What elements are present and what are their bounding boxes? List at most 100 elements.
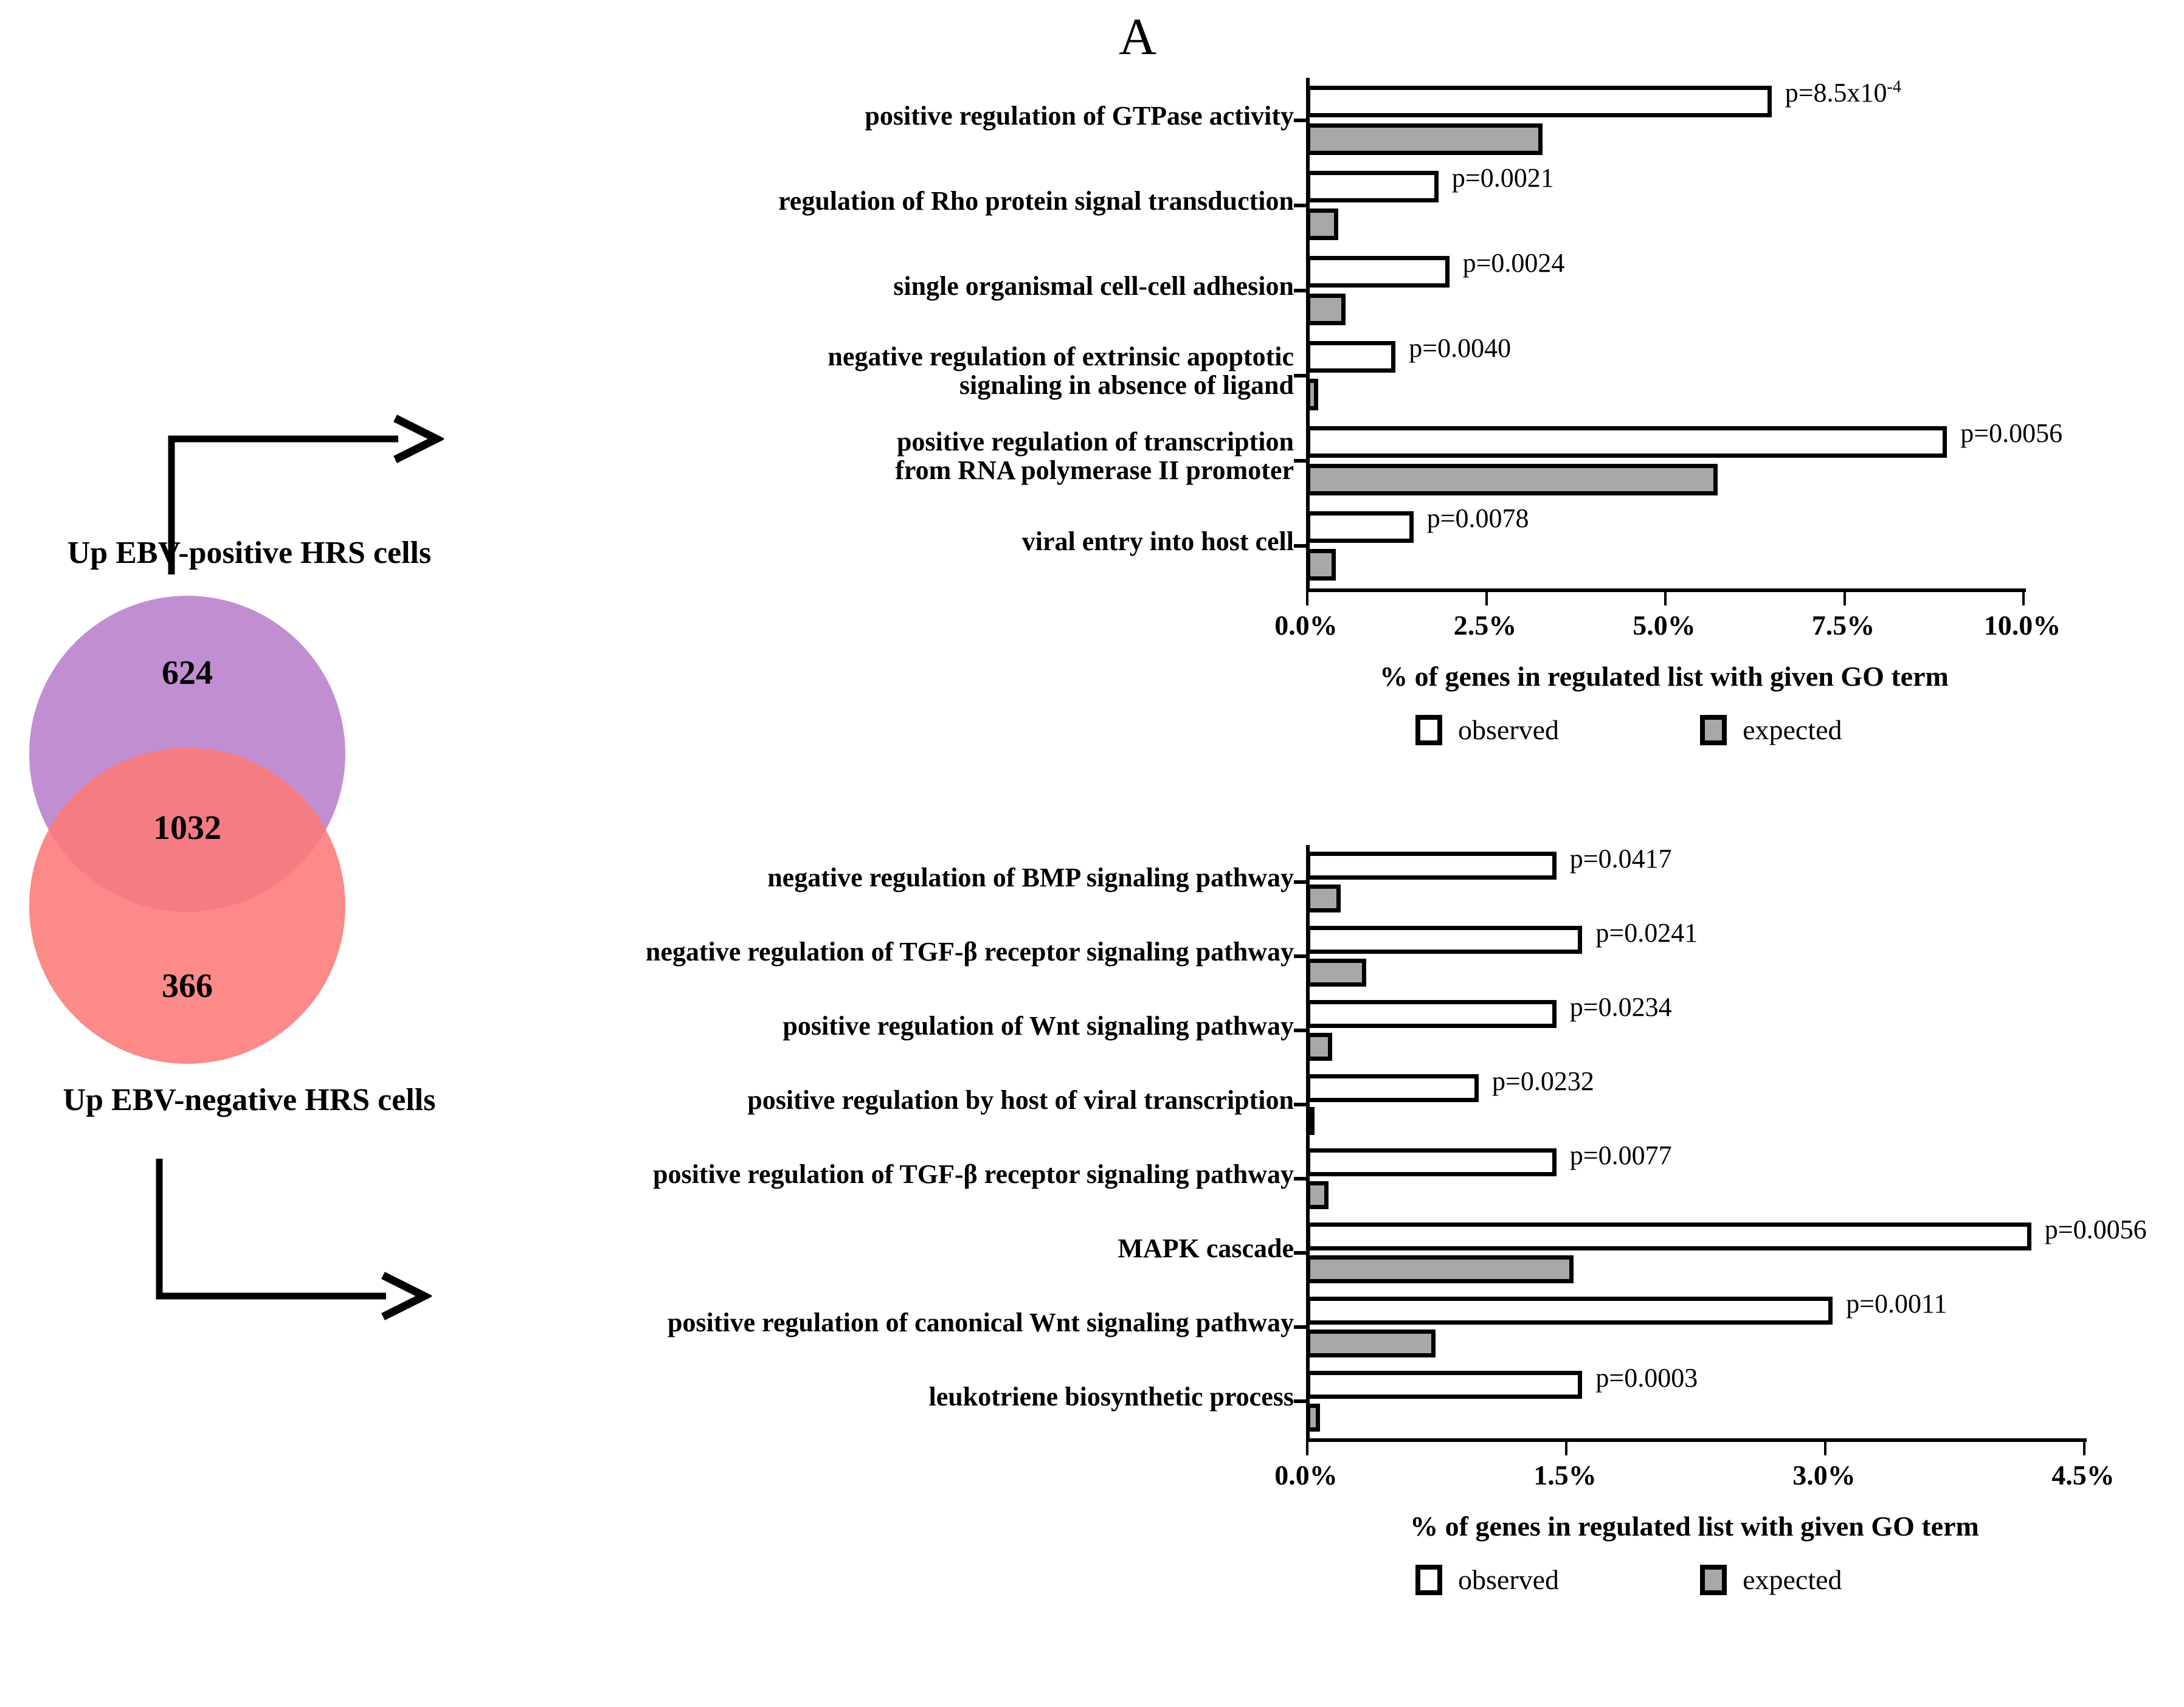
p-value-label: p=0.0078: [1426, 503, 1529, 533]
bar-expected: [1306, 209, 1338, 240]
y-axis-tick: [1294, 1251, 1306, 1255]
y-axis-tick: [1294, 1399, 1306, 1403]
bar-observed: [1306, 1371, 1583, 1399]
bar-observed: [1306, 1297, 1833, 1325]
x-axis-tick: [1306, 1442, 1308, 1455]
p-value-label: p=0.0024: [1462, 248, 1565, 278]
bar-expected: [1306, 1255, 1574, 1283]
p-value-label: p=0.0003: [1595, 1363, 1698, 1393]
p-value-label: p=0.0234: [1569, 992, 1672, 1022]
venn-circle-ebv-negative: [29, 748, 345, 1064]
x-axis-line: [1306, 588, 2026, 592]
venn-count-ebv-positive-only: 624: [162, 654, 213, 692]
bar-expected: [1306, 1107, 1315, 1135]
go-term-chart-ebv-negative: negative regulation of BMP signaling pat…: [0, 790, 2184, 1702]
x-axis-tick-label: 0.0%: [1274, 610, 1338, 641]
p-value-label: p=0.0021: [1451, 163, 1554, 193]
category-label: leukotriene biosynthetic process: [928, 1382, 1294, 1412]
y-axis-tick: [1294, 544, 1306, 548]
category-label: positive regulation by host of viral tra…: [747, 1085, 1294, 1115]
venn-diagram: Up EBV-positive HRS cells 624 1032 366 U…: [0, 535, 499, 1119]
legend-swatch-observed: [1415, 1564, 1442, 1595]
x-axis-tick-label: 3.0%: [1792, 1460, 1856, 1491]
legend-label-expected: expected: [1743, 714, 1842, 745]
p-value-label: p=0.0011: [1846, 1289, 1947, 1319]
p-value-label: p=8.5x10-4: [1785, 77, 1901, 108]
venn-title-bottom: Up EBV-negative HRS cells: [63, 1083, 436, 1117]
arrow-to-top-chart: [168, 415, 444, 574]
bar-observed: [1306, 1074, 1479, 1102]
p-value-label: p=0.0056: [2044, 1215, 2147, 1244]
bar-expected: [1306, 959, 1367, 987]
x-axis-tick: [1306, 592, 1308, 605]
category-label: positive regulation of GTPase activity: [865, 101, 1294, 131]
category-label: positive regulation of Wnt signaling pat…: [783, 1011, 1294, 1041]
x-axis-tick: [2022, 592, 2025, 605]
x-axis-tick: [1824, 1442, 1826, 1455]
legend-label-observed: observed: [1458, 1564, 1560, 1595]
bar-observed: [1306, 511, 1414, 543]
y-axis-line: [1306, 845, 1310, 1438]
p-value-label: p=0.0040: [1409, 333, 1512, 363]
x-axis-tick: [1843, 592, 1846, 605]
y-axis-tick: [1294, 1177, 1306, 1181]
category-label: MAPK cascade: [1118, 1233, 1294, 1263]
category-label: positive regulation of canonical Wnt sig…: [667, 1308, 1294, 1337]
bar-observed: [1306, 86, 1772, 117]
y-axis-tick: [1294, 204, 1306, 207]
p-value-label: p=0.0056: [1960, 418, 2063, 448]
x-axis-title: % of genes in regulated list with given …: [1410, 1511, 1979, 1542]
p-value-label: p=0.0232: [1492, 1066, 1594, 1096]
bar-expected: [1306, 123, 1543, 155]
bar-expected: [1306, 464, 1718, 495]
category-label: positive regulation of TGF-β receptor si…: [653, 1159, 1294, 1189]
bar-observed: [1306, 426, 1947, 458]
p-value-label: p=0.0417: [1569, 844, 1672, 874]
venn-count-ebv-negative-only: 366: [162, 967, 213, 1005]
bar-observed: [1306, 1000, 1557, 1028]
legend-label-expected: expected: [1743, 1564, 1842, 1595]
x-axis-tick: [2083, 1442, 2086, 1455]
bar-observed: [1306, 926, 1583, 954]
bar-observed: [1306, 256, 1450, 288]
x-axis-tick-label: 4.5%: [2051, 1460, 2115, 1491]
bar-expected: [1306, 1033, 1332, 1061]
category-label: negative regulation of TGF-β receptor si…: [645, 937, 1294, 967]
x-axis-tick-label: 5.0%: [1633, 610, 1696, 641]
y-axis-tick: [1294, 374, 1306, 378]
x-axis-tick-label: 7.5%: [1811, 610, 1875, 641]
bar-expected: [1306, 1404, 1320, 1432]
p-value-mantissa: p=8.5x10: [1785, 78, 1887, 108]
category-label: regulation of Rho protein signal transdu…: [778, 186, 1294, 216]
bar-observed: [1306, 1148, 1557, 1176]
chart-legend: observed expected: [1415, 714, 1842, 746]
venn-title-top: Up EBV-positive HRS cells: [67, 536, 432, 570]
x-axis-line: [1306, 1438, 2087, 1442]
bar-expected: [1306, 549, 1336, 581]
x-axis-tick-label: 10.0%: [1983, 610, 2061, 641]
bar-observed: [1306, 341, 1396, 373]
category-label: negative regulation of extrinsic apoptot…: [828, 342, 1294, 400]
arrow-to-bottom-chart: [156, 1159, 432, 1320]
bar-observed: [1306, 852, 1557, 880]
panel-letter-a: A: [1119, 7, 1157, 66]
y-axis-tick: [1294, 1029, 1306, 1032]
x-axis-tick: [1664, 592, 1667, 605]
y-axis-tick: [1294, 1325, 1306, 1329]
legend-swatch-observed: [1415, 714, 1442, 745]
y-axis-tick: [1294, 289, 1306, 292]
x-axis-tick-label: 1.5%: [1533, 1460, 1597, 1491]
y-axis-line: [1306, 78, 1310, 588]
bar-expected: [1306, 1329, 1436, 1357]
x-axis-tick-label: 2.5%: [1453, 610, 1517, 641]
y-axis-tick: [1294, 880, 1306, 884]
venn-count-shared: 1032: [153, 809, 221, 847]
p-value-exponent: -4: [1887, 77, 1901, 97]
y-axis-tick: [1294, 119, 1306, 122]
category-label: positive regulation of transcription fro…: [895, 427, 1294, 485]
bar-expected: [1306, 294, 1346, 325]
legend-label-observed: observed: [1458, 714, 1560, 745]
x-axis-tick: [1485, 592, 1488, 605]
bar-expected: [1306, 885, 1341, 912]
y-axis-tick: [1294, 1103, 1306, 1106]
